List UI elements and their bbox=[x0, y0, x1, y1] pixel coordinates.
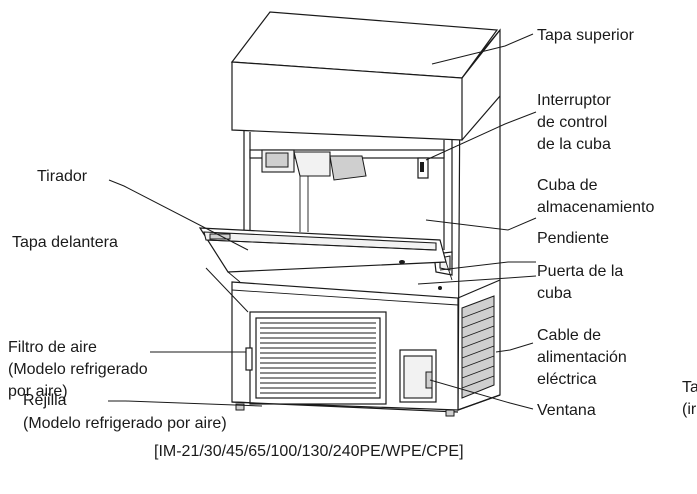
label-power-cord-1: Cable de bbox=[537, 327, 601, 344]
label-air-filter-1: Filtro de aire bbox=[8, 339, 97, 356]
label-handle: Tirador bbox=[37, 168, 88, 185]
grille-slats bbox=[260, 322, 376, 394]
label-slope: Pendiente bbox=[537, 230, 609, 247]
label-grille-1: Rejilla bbox=[23, 392, 67, 409]
label-bin-door-2: cuba bbox=[537, 285, 572, 302]
label-storage-bin-2: almacenamiento bbox=[537, 199, 655, 216]
label-grille-2: (Modelo refrigerado por aire) bbox=[23, 415, 227, 432]
label-top-lid: Tapa superior bbox=[537, 27, 635, 44]
label-bin-door-1: Puerta de la bbox=[537, 263, 623, 280]
door-handle bbox=[209, 233, 231, 240]
label-air-filter-3: por aire) bbox=[8, 383, 68, 400]
ice-machine-illustration bbox=[198, 11, 501, 417]
model-caption: [IM-21/30/45/65/100/130/240PE/WPE/CPE] bbox=[154, 443, 464, 460]
label-air-filter-2: (Modelo refrigerado bbox=[8, 361, 148, 378]
label-cutoff-1: Ta bbox=[682, 379, 697, 396]
label-power-cord-3: eléctrica bbox=[537, 371, 597, 388]
leader-lines bbox=[108, 33, 537, 410]
label-power-cord-2: alimentación bbox=[537, 349, 627, 366]
label-storage-bin-1: Cuba de bbox=[537, 177, 598, 194]
label-bin-control-switch-1: Interruptor bbox=[537, 92, 611, 109]
label-window: Ventana bbox=[537, 402, 596, 419]
air-filter-tab bbox=[245, 347, 253, 371]
ice-deflector bbox=[329, 155, 367, 181]
label-bin-control-switch-2: de control bbox=[537, 114, 607, 131]
label-front-cover: Tapa delantera bbox=[12, 234, 118, 251]
side-louvres bbox=[461, 295, 495, 399]
label-cutoff-2: (ir bbox=[682, 401, 697, 418]
label-bin-control-switch-3: de la cuba bbox=[537, 136, 611, 153]
